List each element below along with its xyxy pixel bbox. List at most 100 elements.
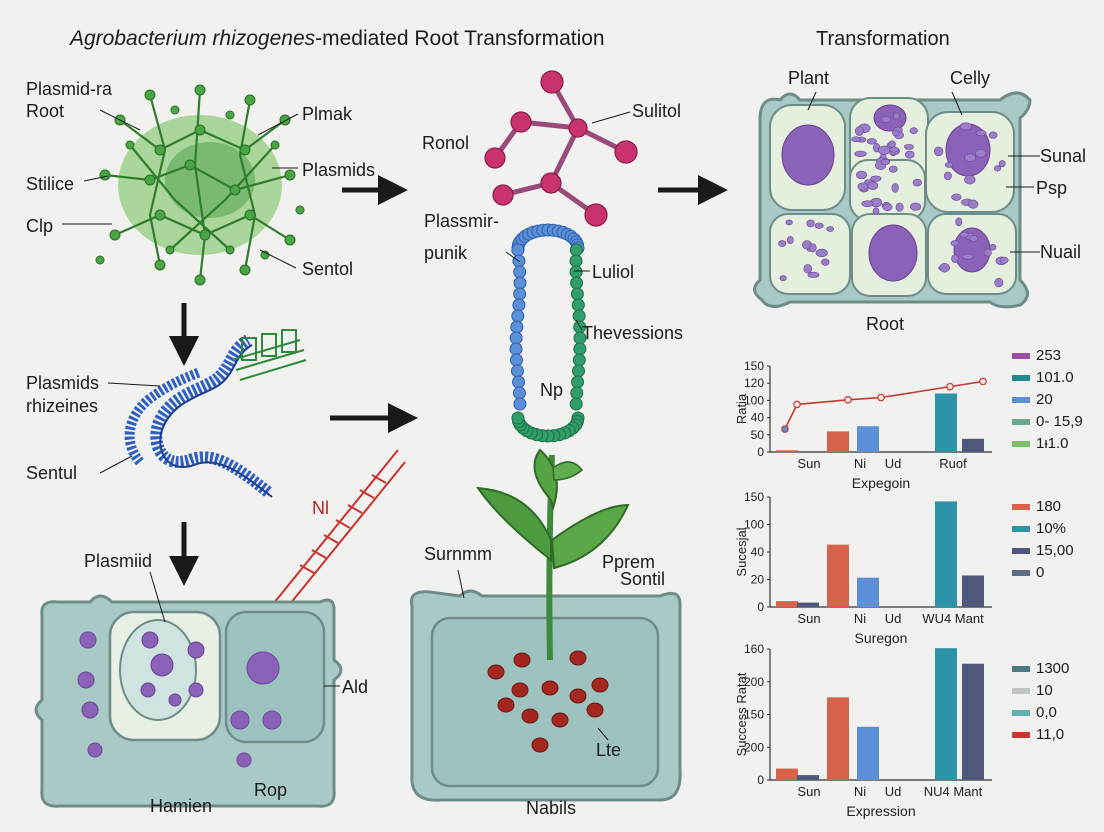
- legend-label: 253: [1036, 347, 1062, 364]
- label-root-panel: Root: [866, 314, 905, 334]
- transformation-title: Transformation: [816, 28, 950, 50]
- dna-helix: [99, 329, 406, 611]
- main-title: Agrobacterium rhizogenes-mediated Root T…: [70, 27, 605, 50]
- label-plasmids-dna: Plasmids: [26, 373, 100, 393]
- label-hamien: Hamien: [150, 796, 213, 816]
- chart-bar: [857, 577, 879, 607]
- chart-bar: [935, 648, 957, 780]
- chart-bar: [962, 438, 984, 452]
- legend-label: 1ᵼ1.0: [1036, 435, 1069, 452]
- chart-bar: [962, 663, 984, 780]
- label-nabils: Nabils: [526, 798, 577, 818]
- chart-bar: [776, 768, 798, 780]
- label-luliol: Luliol: [592, 262, 635, 282]
- legend-swatch: [1012, 731, 1030, 738]
- x-tick-label: Ni: [854, 784, 866, 799]
- label-sunal: Sunal: [1040, 146, 1087, 166]
- y-tick-label: 150: [744, 708, 764, 722]
- y-tick-label: 0: [757, 773, 764, 787]
- legend-label: 10%: [1036, 520, 1067, 537]
- legend-label: 0,0: [1036, 704, 1057, 721]
- label-ronol: Ronol: [422, 133, 470, 153]
- x-tick-label: WU4 Mant: [922, 611, 984, 626]
- y-tick-label: 100: [744, 393, 764, 407]
- y-tick-label: 0: [757, 445, 764, 459]
- legend-entry: 11,0: [1012, 726, 1064, 743]
- y-tick-label: 200: [744, 675, 764, 689]
- label-plassmir: Plassmir-: [424, 211, 499, 231]
- legend-swatch: [1012, 525, 1030, 532]
- x-tick-label: Ruof: [939, 456, 967, 471]
- legend-swatch: [1012, 374, 1030, 381]
- legend-swatch: [1012, 440, 1030, 447]
- label-plmak: Plmak: [302, 104, 353, 124]
- chart-point: [844, 396, 852, 404]
- chart-bar: [962, 575, 984, 607]
- legend-swatch: [1012, 687, 1030, 694]
- label-rop: Rop: [254, 780, 288, 800]
- chart-bar: [827, 544, 849, 607]
- label-plasmiid: Plasmiid: [84, 551, 153, 571]
- label-celly: Celly: [950, 68, 991, 88]
- y-axis-label: Ratia: [734, 393, 749, 424]
- label-nl: Nl: [312, 498, 329, 518]
- chart-bar: [857, 726, 879, 780]
- y-tick-label: 200: [744, 740, 764, 754]
- x-axis-label: Expression: [846, 803, 915, 819]
- y-tick-label: 150: [744, 490, 764, 504]
- chart-point: [781, 425, 789, 433]
- label-root: Root: [26, 101, 65, 121]
- legend-label: 20: [1036, 391, 1053, 408]
- molecule: [484, 70, 638, 227]
- label-surnmm: Surnmm: [424, 544, 493, 564]
- legend-label: 15,00: [1036, 542, 1074, 559]
- legend-swatch: [1012, 396, 1030, 403]
- label-psp: Psp: [1036, 178, 1068, 198]
- label-sontil: Sontil: [620, 569, 666, 589]
- y-tick-label: 40: [751, 545, 765, 559]
- legend-swatch: [1012, 503, 1030, 510]
- legend-entry: 1ᵼ1.0: [1012, 435, 1069, 452]
- chart-axes: [769, 649, 992, 781]
- label-stilice: Stilice: [26, 174, 75, 194]
- chart-line: [784, 380, 984, 430]
- label-sentol: Sentol: [302, 259, 354, 279]
- label-ald: Ald: [342, 677, 369, 697]
- legend-swatch: [1012, 665, 1030, 672]
- plant-cell-panel: [753, 91, 1040, 309]
- legend-label: 0- 15,9: [1036, 413, 1083, 430]
- legend-label: 11,0: [1036, 726, 1065, 743]
- label-rhizeines: rhizeines: [26, 396, 99, 416]
- x-tick-label: Ud: [885, 456, 902, 471]
- legend-swatch: [1012, 352, 1030, 359]
- legend-entry: 10: [1012, 682, 1053, 699]
- legend-entry: 0,0: [1012, 704, 1057, 721]
- label-nuail: Nuail: [1040, 242, 1082, 262]
- flow-arrows: [169, 175, 728, 586]
- chart-bar: [935, 501, 957, 607]
- chart-bar: [857, 426, 879, 452]
- y-tick-label: 120: [744, 376, 764, 390]
- chart-bar: [935, 393, 957, 452]
- x-tick-label: Ni: [854, 611, 866, 626]
- legend-label: 101.0: [1036, 369, 1074, 386]
- y-tick-label: 0: [757, 600, 764, 614]
- label-plasmids: Plasmids: [302, 160, 376, 180]
- legend-label: 0: [1036, 564, 1045, 581]
- y-axis-label: Sucesjal: [734, 527, 749, 576]
- legend-swatch: [1012, 418, 1030, 425]
- label-lte: Lte: [596, 740, 622, 760]
- legend-label: 180: [1036, 498, 1062, 515]
- x-axis-label: Expegoin: [852, 475, 910, 491]
- chart-point: [946, 382, 954, 391]
- chart-bar: [776, 601, 798, 607]
- legend-entry: 1300: [1012, 660, 1069, 677]
- label-thevessions: Thevessions: [582, 323, 684, 343]
- x-tick-label: Ud: [885, 784, 902, 799]
- y-tick-label: 40: [751, 411, 765, 425]
- chart-bar: [776, 450, 798, 452]
